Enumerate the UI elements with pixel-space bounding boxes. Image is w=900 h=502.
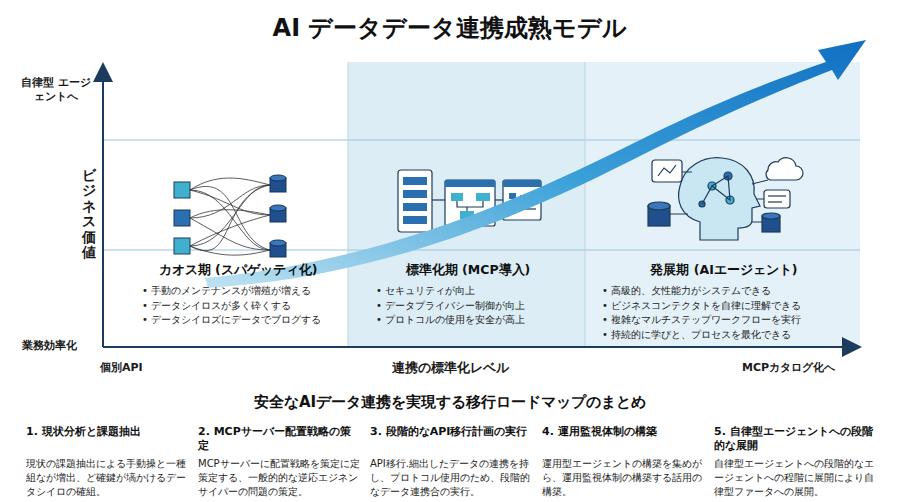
- axis-label: 個別API: [100, 360, 143, 375]
- growth-arrow: [205, 40, 866, 288]
- axis-label: 業務効率化: [22, 338, 77, 353]
- phase-bullet: • データプライバシー制御が向上: [362, 299, 574, 314]
- roadmap-step-heading: 5. 自律型エージェントへの段階的な展開: [714, 425, 876, 454]
- phase-heading: カオス期 (スパゲッティ化): [128, 262, 348, 279]
- phase-bullet: • プロトコルの使用を安全が高上: [362, 313, 574, 328]
- phase-bullet: • 手動のメンテナンスが増殖が増える: [128, 284, 348, 299]
- diagram-title: AI データデータ連携成熟モデル: [0, 12, 900, 44]
- y-axis: [102, 66, 104, 347]
- axis-label: MCPカタログ化へ: [742, 360, 835, 375]
- phase-bullet: • 高級的、攵性能力がシステムできる: [598, 284, 850, 299]
- ai-agent-icon: [648, 158, 803, 240]
- phase-heading: 標準化期 (MCP導入): [362, 262, 574, 279]
- roadmap-step-text: MCPサーバーに配置戦略を策定に定策定する、一般的的な逆応エジネンサイパーの問題…: [198, 457, 360, 499]
- roadmap-step-heading: 3. 段階的なAPI移行計画の実行: [370, 425, 532, 439]
- phase-panel: カオス期 (スパゲッティ化)• 手動のメンテナンスが増殖が増える• データシイロ…: [128, 262, 348, 328]
- roadmap-step-heading: 4. 運用監視体制の構築: [542, 425, 704, 439]
- roadmap-step-text: API移行.細出したデータの連携を持し、プロトコル使用のため、段階的なデータ連携…: [370, 457, 532, 499]
- axis-label: 連携の標準化レベル: [350, 360, 550, 377]
- roadmap-step-text: 運用型エージェントの構築を集めがら、運用監視体制の構築する話用の構築。: [542, 457, 704, 499]
- phase-panel: 発展期 (AIエージェント) • 高級的、攵性能力がシステムできる• ビジネスコン…: [598, 262, 850, 342]
- axis-title: ビジネス価値: [82, 168, 96, 260]
- section-heading: 安全なAIデータ連携を実現する移行ロードマップのまとめ: [0, 393, 900, 412]
- x-axis: [103, 346, 858, 348]
- phase-bullet: • セキュリティが向上: [362, 284, 574, 299]
- phase-panel: 標準化期 (MCP導入) • セキュリティが向上• データプライバシー制御が向上•…: [362, 262, 574, 328]
- grid-line: [104, 250, 860, 251]
- axis-label: 自律型 エージェントへ: [16, 76, 96, 105]
- grid-line: [348, 62, 349, 346]
- phase-bullet: • データシイロスが多く砕くする: [128, 299, 348, 314]
- roadmap-step-heading: 1. 現状分析と課題抽出: [26, 425, 188, 439]
- column-ground: [104, 62, 348, 346]
- phase-bullet: • ビジネスコンテクタトを自律に理解できる: [598, 299, 850, 314]
- spaghetti-icon: [174, 175, 286, 257]
- phase-bullet: • データシイロズにデータでブログする: [128, 313, 348, 328]
- roadmap-step-text: 自律型エージェントへの段階的なエージェントへの程階に展開により自律型ファータへの…: [714, 457, 876, 499]
- phase-bullet: • 持続的に学びと、プロセスを最化できる: [598, 328, 850, 343]
- phase-bullet: • 複雑なマルチステップワークフローを実行: [598, 313, 850, 328]
- roadmap-step-heading: 2. MCPサーバー配置戦略の策定: [198, 425, 360, 454]
- phase-heading: 発展期 (AIエージェント): [598, 262, 850, 279]
- grid-line: [585, 62, 586, 346]
- roadmap-step-text: 現状の課題抽出による手動操と一種組なが増出、ど確鍵が塙かけるデータシイロの確組。: [26, 457, 188, 499]
- column-ground: [348, 62, 585, 346]
- grid-line: [104, 140, 860, 141]
